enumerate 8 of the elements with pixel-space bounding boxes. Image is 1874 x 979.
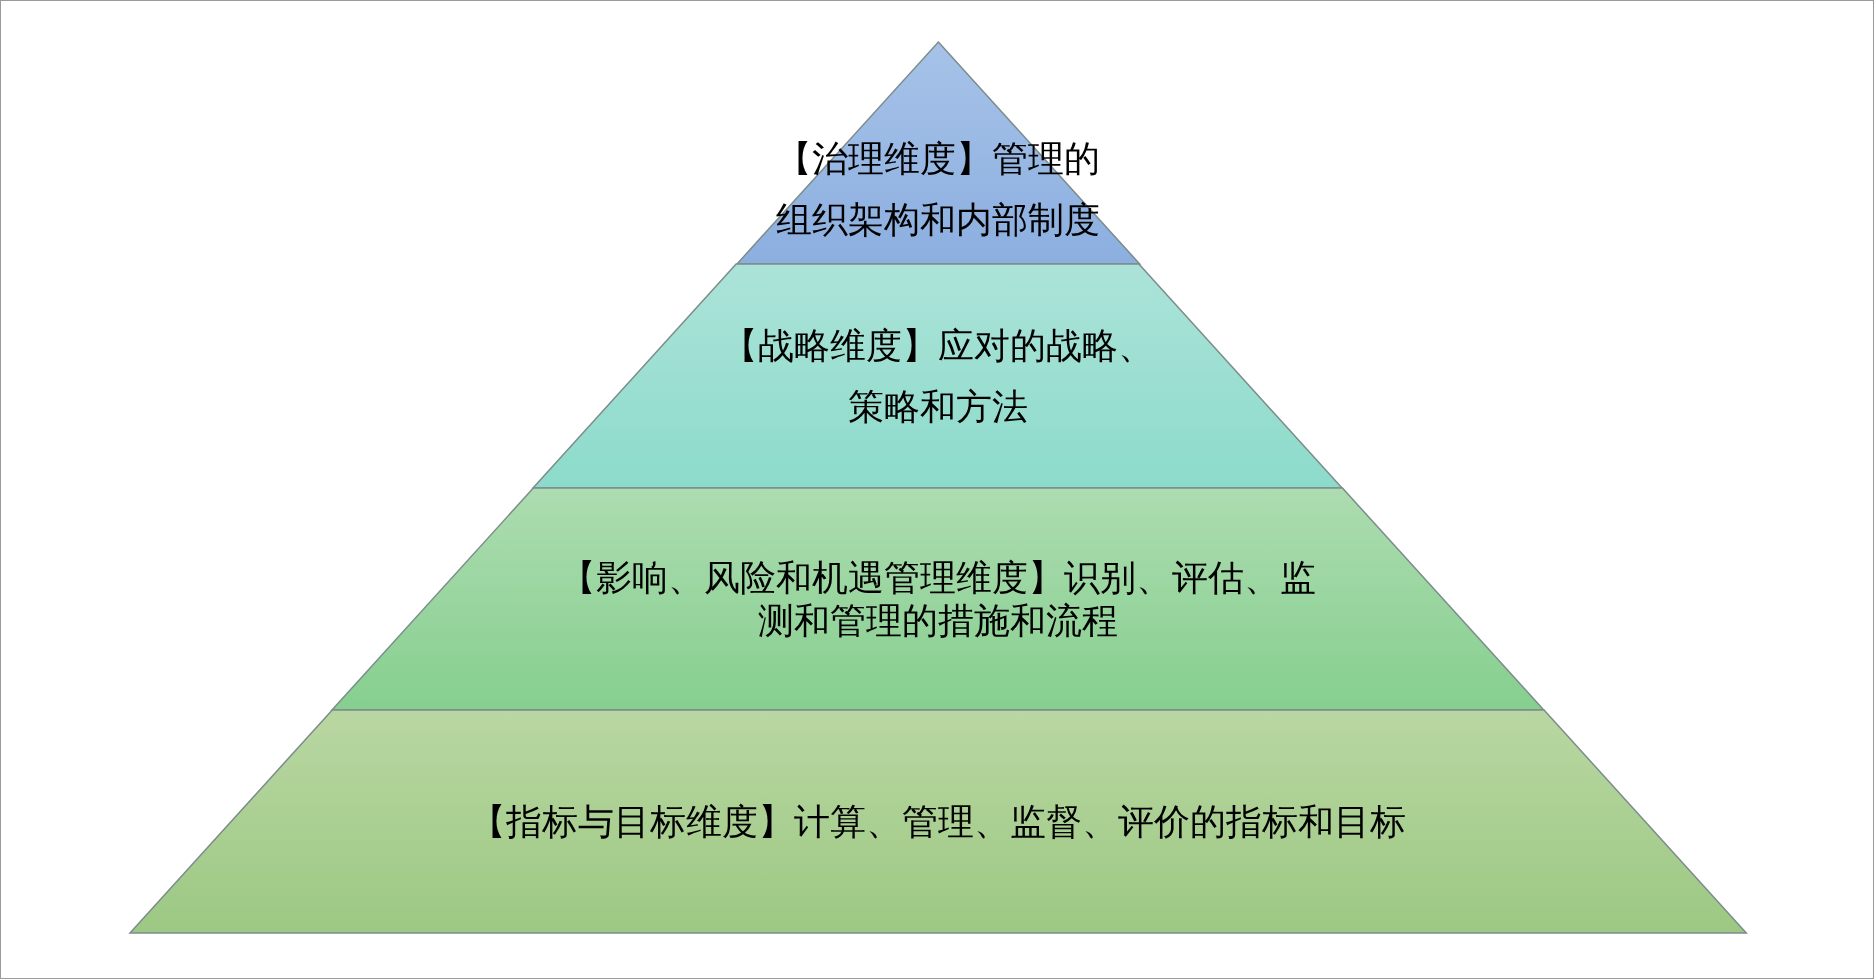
pyramid-layer bbox=[129, 710, 1747, 933]
layer-label: 【影响、风险和机遇管理维度】识别、评估、监测和管理的措施和流程 bbox=[559, 555, 1317, 643]
layer-label: 【治理维度】管理的组织架构和内部制度 bbox=[775, 137, 1101, 243]
layer-label: 【指标与目标维度】计算、管理、监督、评价的指标和目标 bbox=[469, 799, 1407, 844]
layer-label: 【战略维度】应对的战略、策略和方法 bbox=[721, 323, 1155, 429]
pyramid-layer bbox=[332, 488, 1544, 710]
pyramid-top-triangle bbox=[736, 42, 1140, 264]
pyramid-layer bbox=[533, 264, 1343, 488]
